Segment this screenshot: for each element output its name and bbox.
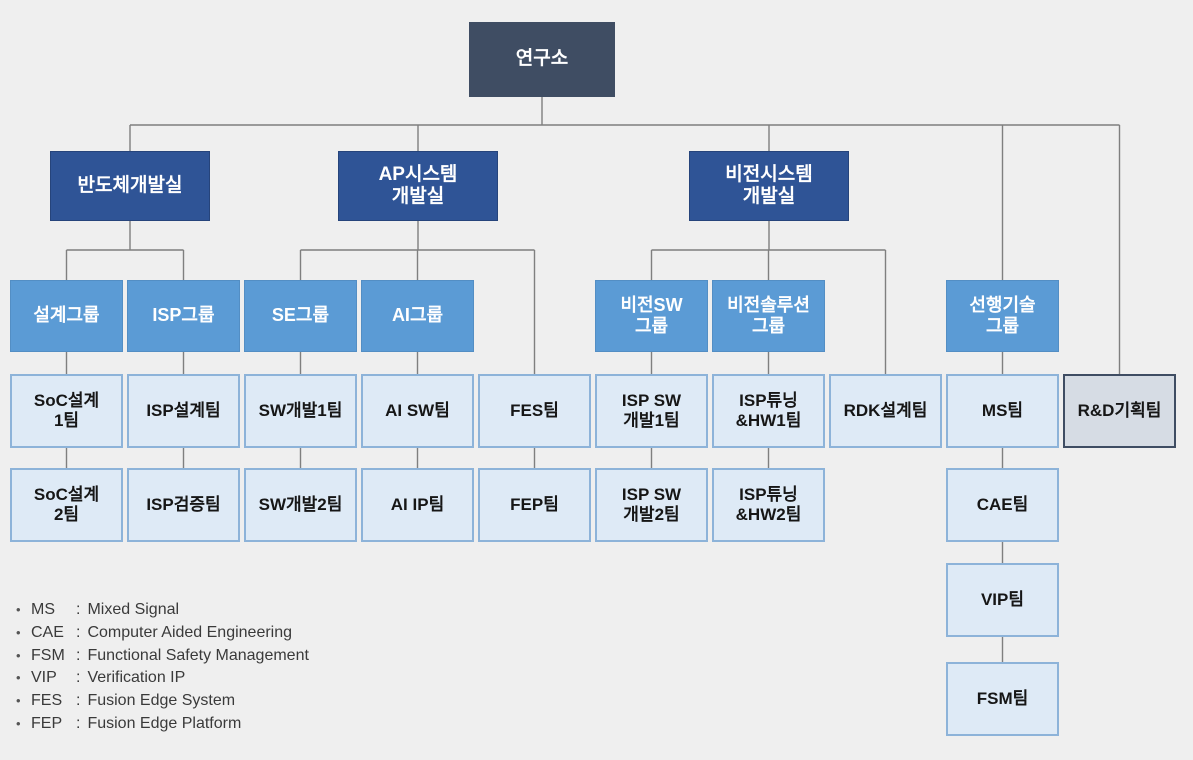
legend-separator: :	[76, 692, 81, 710]
org-node-label: SE그룹	[271, 305, 330, 326]
legend-abbr: FES	[31, 692, 63, 710]
org-node-sw2: SW개발2팀	[244, 468, 357, 542]
org-node-label: ISP설계팀	[146, 400, 221, 420]
bullet-icon: •	[16, 715, 21, 731]
bullet-icon: •	[16, 693, 21, 709]
org-node-label: 비전시스템 개발실	[725, 163, 813, 207]
org-node-vision-sol-group: 비전솔루션 그룹	[712, 280, 825, 352]
legend-desc: Mixed Signal	[87, 601, 180, 618]
org-node-soc1: SoC설계 1팀	[10, 374, 123, 448]
org-node-label: ISP검증팀	[146, 494, 221, 514]
org-node-lab: 연구소	[469, 22, 615, 97]
org-node-label: AP시스템 개발실	[378, 163, 458, 207]
org-node-design-group: 설계그룹	[10, 280, 123, 352]
org-node-label: AI그룹	[391, 305, 444, 326]
legend-item-fep: • FEP: Fusion Edge Platform	[16, 715, 309, 738]
legend-item-cae: • CAE: Computer Aided Engineering	[16, 624, 309, 647]
org-node-isp-tune2: ISP튜닝 &HW2팀	[712, 468, 825, 542]
org-node-semi: 반도체개발실	[50, 151, 210, 221]
org-node-isp-sw2: ISP SW 개발2팀	[595, 468, 708, 542]
bullet-icon: •	[16, 602, 21, 617]
legend-desc: Verification IP	[87, 669, 186, 687]
org-node-soc2: SoC설계 2팀	[10, 468, 123, 542]
org-node-label: SoC설계 2팀	[33, 484, 100, 524]
org-node-label: ISP그룹	[152, 305, 215, 326]
legend-separator: :	[76, 714, 81, 732]
legend-abbr: FEP	[31, 714, 63, 732]
legend-separator: :	[76, 601, 81, 618]
legend-item-fsm: • FSM: Functional Safety Management	[16, 647, 309, 670]
legend-abbr: MS	[31, 601, 55, 618]
org-node-sw1: SW개발1팀	[244, 374, 357, 448]
legend-abbr: CAE	[31, 623, 64, 641]
org-node-label: CAE팀	[976, 494, 1029, 514]
org-node-label: SW개발1팀	[258, 400, 343, 420]
bullet-icon: •	[16, 670, 21, 686]
org-node-label: SoC설계 1팀	[33, 390, 100, 430]
legend-desc: Fusion Edge System	[87, 692, 236, 710]
org-node-fsm: FSM팀	[946, 662, 1059, 736]
legend-item-ms: • MS: Mixed Signal	[16, 601, 309, 624]
org-node-isp-design: ISP설계팀	[127, 374, 240, 448]
bullet-icon: •	[16, 647, 21, 663]
org-node-label: ISP SW 개발2팀	[621, 484, 682, 524]
org-node-label: 설계그룹	[33, 305, 100, 326]
bullet-icon: •	[16, 624, 21, 640]
org-node-isp-verify: ISP검증팀	[127, 468, 240, 542]
legend-item-vip: • VIP: Verification IP	[16, 669, 309, 692]
legend-separator: :	[76, 669, 81, 687]
org-node-label: RDK설계팀	[843, 400, 928, 420]
org-node-vision-sw-group: 비전SW 그룹	[595, 280, 708, 352]
org-node-se-group: SE그룹	[244, 280, 357, 352]
org-node-label: 연구소	[515, 48, 569, 70]
org-node-ai-group: AI그룹	[361, 280, 474, 352]
org-node-fep: FEP팀	[478, 468, 591, 542]
org-node-fes: FES팀	[478, 374, 591, 448]
legend-abbr: FSM	[31, 646, 65, 664]
org-node-vip: VIP팀	[946, 563, 1059, 637]
org-node-ap: AP시스템 개발실	[338, 151, 498, 221]
legend-abbr: VIP	[31, 669, 57, 687]
org-node-label: FSM팀	[976, 688, 1029, 708]
org-node-isp-group: ISP그룹	[127, 280, 240, 352]
org-node-ai-sw: AI SW팀	[361, 374, 474, 448]
org-node-adv-group: 선행기술 그룹	[946, 280, 1059, 352]
org-node-label: 비전SW 그룹	[620, 294, 683, 336]
org-node-label: ISP SW 개발1팀	[621, 390, 682, 430]
org-node-ms: MS팀	[946, 374, 1059, 448]
legend-desc: Fusion Edge Platform	[87, 714, 242, 732]
org-node-cae: CAE팀	[946, 468, 1059, 542]
org-node-label: 반도체개발실	[77, 174, 183, 196]
legend-item-fes: • FES: Fusion Edge System	[16, 692, 309, 715]
org-node-label: ISP튜닝 &HW1팀	[735, 390, 802, 430]
org-node-label: AI IP팀	[390, 494, 445, 514]
org-node-rnd-plan: R&D기획팀	[1063, 374, 1176, 448]
org-node-vision: 비전시스템 개발실	[689, 151, 849, 221]
org-node-isp-sw1: ISP SW 개발1팀	[595, 374, 708, 448]
org-node-label: R&D기획팀	[1077, 400, 1162, 420]
org-node-label: MS팀	[981, 400, 1024, 420]
org-node-ai-ip: AI IP팀	[361, 468, 474, 542]
legend-separator: :	[76, 623, 81, 641]
org-node-label: SW개발2팀	[258, 494, 343, 514]
org-node-label: FEP팀	[510, 494, 559, 514]
legend-desc: Computer Aided Engineering	[87, 623, 293, 641]
org-node-label: ISP튜닝 &HW2팀	[735, 484, 802, 524]
org-node-label: FES팀	[510, 400, 559, 420]
org-node-rdk: RDK설계팀	[829, 374, 942, 448]
org-node-label: 비전솔루션 그룹	[727, 294, 810, 336]
org-node-isp-tune1: ISP튜닝 &HW1팀	[712, 374, 825, 448]
org-node-label: AI SW팀	[385, 400, 450, 420]
legend-desc: Functional Safety Management	[87, 646, 309, 664]
legend-separator: :	[76, 646, 81, 664]
org-node-label: 선행기술 그룹	[969, 294, 1036, 336]
legend: • MS: Mixed Signal • CAE: Computer Aided Engi…	[16, 601, 309, 738]
org-node-label: VIP팀	[980, 589, 1025, 609]
